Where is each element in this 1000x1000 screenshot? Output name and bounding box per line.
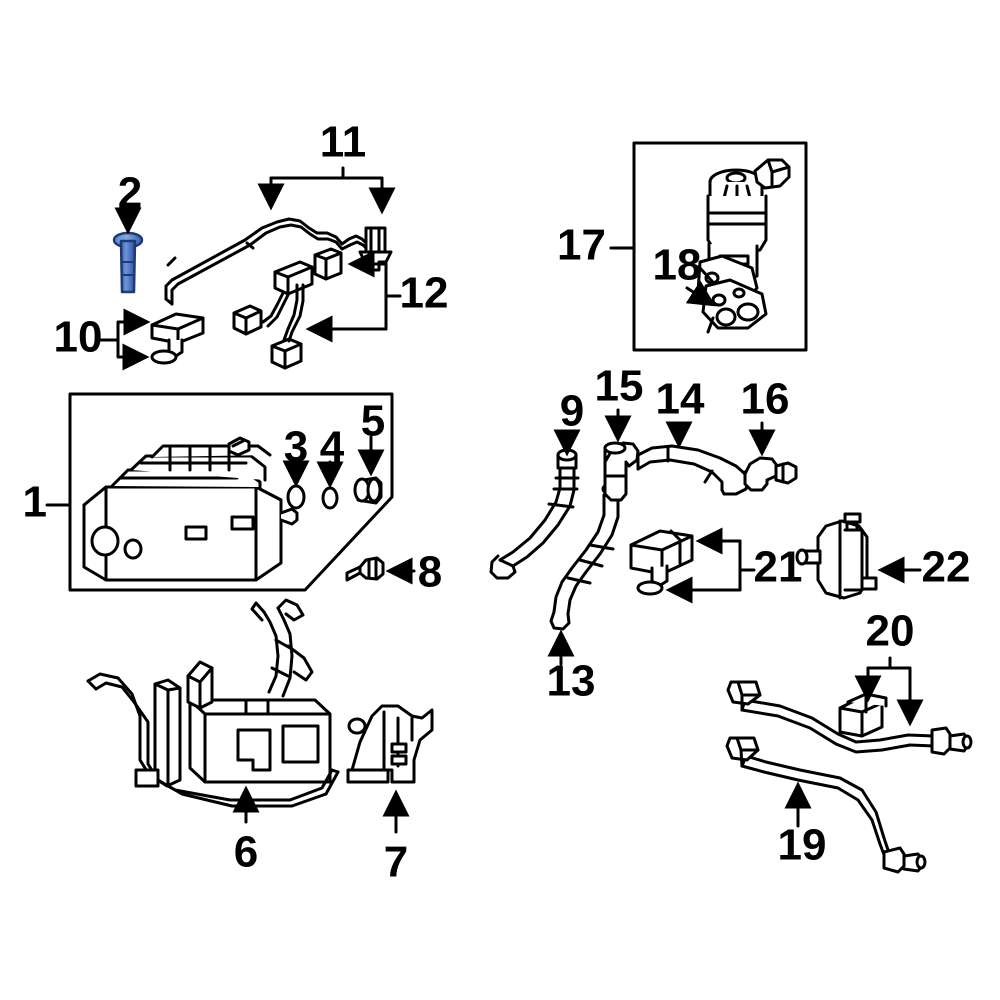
- callout-label-2[interactable]: 2: [118, 169, 142, 218]
- o-ring-small[interactable]: [286, 484, 306, 510]
- o-ring-medium[interactable]: [321, 486, 339, 510]
- vent-tube[interactable]: [164, 217, 370, 306]
- solenoid-block[interactable]: [838, 692, 888, 738]
- callout-label-14[interactable]: 14: [656, 375, 705, 424]
- callout-label-17[interactable]: 17: [557, 221, 606, 270]
- leader-10: [98, 308, 151, 371]
- leader-18: [685, 280, 716, 307]
- callout-label-11[interactable]: 11: [320, 118, 367, 167]
- callout-label-8[interactable]: 8: [418, 548, 442, 597]
- map-sensor[interactable]: [629, 529, 694, 588]
- sensor-o-ring[interactable]: [150, 349, 178, 365]
- map-sensor-o-ring[interactable]: [636, 580, 664, 596]
- leader-11: [257, 166, 396, 215]
- callout-label-18[interactable]: 18: [653, 241, 702, 290]
- callout-label-12[interactable]: 12: [400, 269, 449, 318]
- callout-label-13[interactable]: 13: [547, 657, 596, 706]
- leader-12: [305, 250, 402, 343]
- flange-bolt[interactable]: [112, 231, 144, 294]
- callout-label-9[interactable]: 9: [560, 387, 584, 436]
- mount-bracket[interactable]: [346, 704, 434, 784]
- callout-label-1[interactable]: 1: [23, 478, 47, 527]
- callout-label-16[interactable]: 16: [741, 375, 790, 424]
- callout-label-5[interactable]: 5: [361, 397, 385, 446]
- callout-label-21[interactable]: 21: [754, 543, 803, 592]
- purge-hose-upper[interactable]: [489, 448, 580, 580]
- joint-connector[interactable]: [345, 556, 385, 582]
- vapor-canister-group-box[interactable]: [45, 392, 394, 592]
- elbow-joint-lower[interactable]: [743, 456, 798, 492]
- fuel-feed-tube[interactable]: [725, 736, 927, 874]
- callout-label-19[interactable]: 19: [778, 821, 827, 870]
- callout-label-6[interactable]: 6: [234, 828, 258, 877]
- callout-label-22[interactable]: 22: [922, 543, 971, 592]
- bent-hose[interactable]: [636, 444, 750, 496]
- callout-labels: 1 2 3 4 5 6 7 8 9 10 11 12 13 14 15 16 1…: [23, 118, 971, 887]
- pressure-sensor[interactable]: [150, 312, 205, 358]
- callout-label-3[interactable]: 3: [284, 423, 308, 472]
- evap-tube-upper[interactable]: [726, 680, 973, 756]
- wire-harness[interactable]: [232, 247, 343, 370]
- egr-gasket[interactable]: [701, 278, 768, 334]
- leader-20: [854, 656, 924, 727]
- canister-bracket[interactable]: [86, 598, 340, 808]
- callout-label-15[interactable]: 15: [595, 362, 644, 411]
- purge-control-solenoid-valve[interactable]: [795, 512, 878, 600]
- callout-label-20[interactable]: 20: [866, 607, 915, 656]
- leader-21: [665, 527, 756, 604]
- callout-label-7[interactable]: 7: [384, 838, 408, 887]
- vapor-canister[interactable]: [82, 436, 299, 582]
- canister-filter[interactable]: [353, 476, 383, 505]
- callout-label-4[interactable]: 4: [320, 423, 345, 472]
- callout-label-10[interactable]: 10: [54, 313, 103, 362]
- elbow-joint-upper[interactable]: [603, 441, 640, 502]
